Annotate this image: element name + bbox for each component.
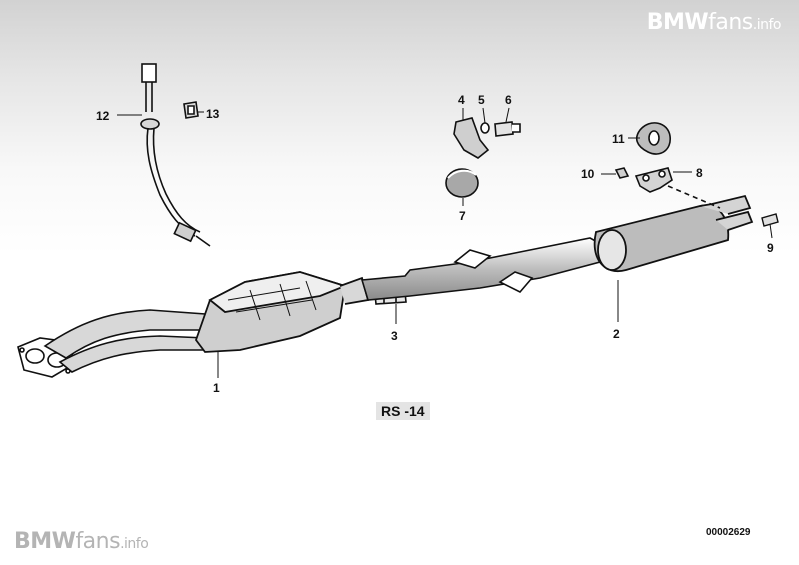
callout-10: 10 bbox=[581, 167, 595, 181]
callout-13: 13 bbox=[206, 107, 220, 121]
clip bbox=[183, 101, 199, 119]
callout-2: 2 bbox=[613, 327, 620, 341]
callout-7: 7 bbox=[459, 209, 466, 223]
leader-9 bbox=[769, 223, 773, 239]
callout-5: 5 bbox=[478, 93, 485, 107]
bracket-assembly bbox=[453, 117, 521, 159]
center-pipe bbox=[360, 237, 614, 301]
callout-labels: 12 13 4 5 6 7 11 10 8 9 2 3 1 bbox=[96, 93, 774, 395]
rear-muffler bbox=[593, 194, 754, 273]
watermark-bottom-brand: BMW bbox=[14, 529, 76, 554]
oxygen-sensor bbox=[140, 63, 211, 247]
rubber-mount bbox=[445, 168, 479, 198]
watermark-bottom-suffix: .info bbox=[120, 536, 149, 552]
watermark-bottom-name: fans bbox=[75, 529, 121, 554]
watermark-bottom: BMWfans.info bbox=[14, 529, 149, 554]
callout-3: 3 bbox=[391, 329, 398, 343]
callout-11: 11 bbox=[612, 132, 625, 146]
watermark-top-brand: BMW bbox=[646, 10, 709, 35]
callout-4: 4 bbox=[458, 93, 465, 107]
catalytic-converter bbox=[194, 271, 370, 353]
watermark-top-suffix: .info bbox=[752, 17, 782, 33]
callout-12: 12 bbox=[96, 109, 110, 123]
leader-6 bbox=[505, 107, 510, 123]
screw bbox=[761, 213, 779, 227]
callout-6: 6 bbox=[505, 93, 512, 107]
leader-5 bbox=[482, 107, 486, 124]
hanger-assembly bbox=[614, 167, 721, 209]
callout-1: 1 bbox=[213, 381, 220, 395]
diagram-caption: RS -14 bbox=[376, 402, 430, 420]
rubber-ring bbox=[635, 122, 671, 155]
callout-8: 8 bbox=[696, 166, 703, 180]
watermark-top-name: fans bbox=[708, 10, 753, 35]
front-pipe bbox=[43, 309, 208, 373]
watermark-top: BMWfans.info bbox=[646, 10, 782, 35]
diagram-code: 00002629 bbox=[706, 527, 751, 538]
leader-lines bbox=[117, 107, 773, 378]
callout-9: 9 bbox=[767, 241, 774, 255]
